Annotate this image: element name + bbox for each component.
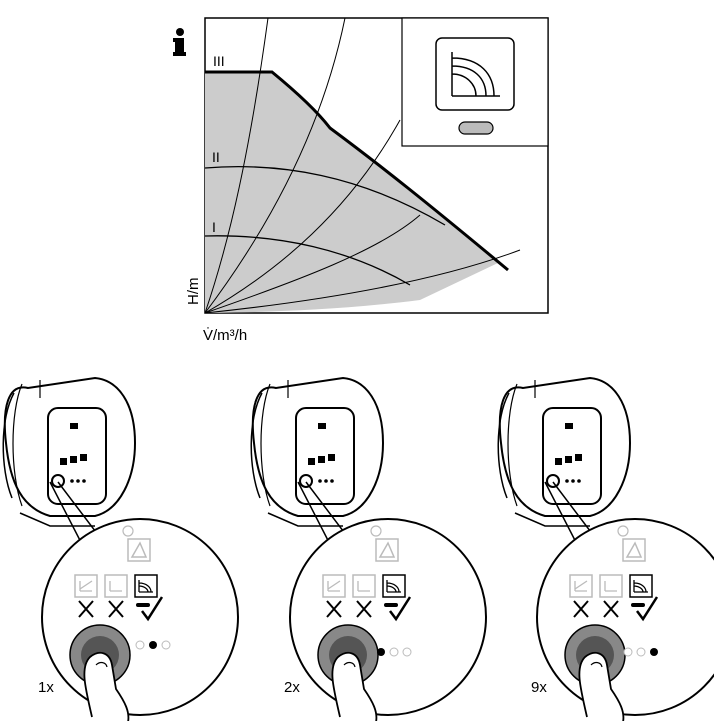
curve-label-1: I	[212, 219, 216, 235]
curve-label-3: III	[213, 53, 225, 69]
system-curves	[204, 17, 521, 314]
step-1: 1x	[2, 377, 240, 721]
pump-curve-chart: III II I H/m V̇/m³/h	[185, 17, 549, 344]
operating-area	[205, 72, 500, 313]
x-axis-label: V̇/m³/h	[203, 327, 247, 344]
mode-button	[458, 121, 494, 135]
step-2: 2x	[250, 377, 488, 721]
mode-inset	[401, 17, 549, 147]
press-count: 1x	[38, 679, 54, 696]
step-3: 9x	[497, 377, 714, 721]
speed-curves	[204, 166, 446, 286]
max-speed-curve	[205, 70, 509, 272]
press-count: 9x	[531, 679, 547, 696]
curve-label-2: II	[212, 149, 220, 165]
press-count: 2x	[284, 679, 300, 696]
info-icon	[173, 28, 186, 56]
y-axis-label: H/m	[185, 278, 202, 306]
variable-speed-mode-icon	[451, 52, 500, 97]
